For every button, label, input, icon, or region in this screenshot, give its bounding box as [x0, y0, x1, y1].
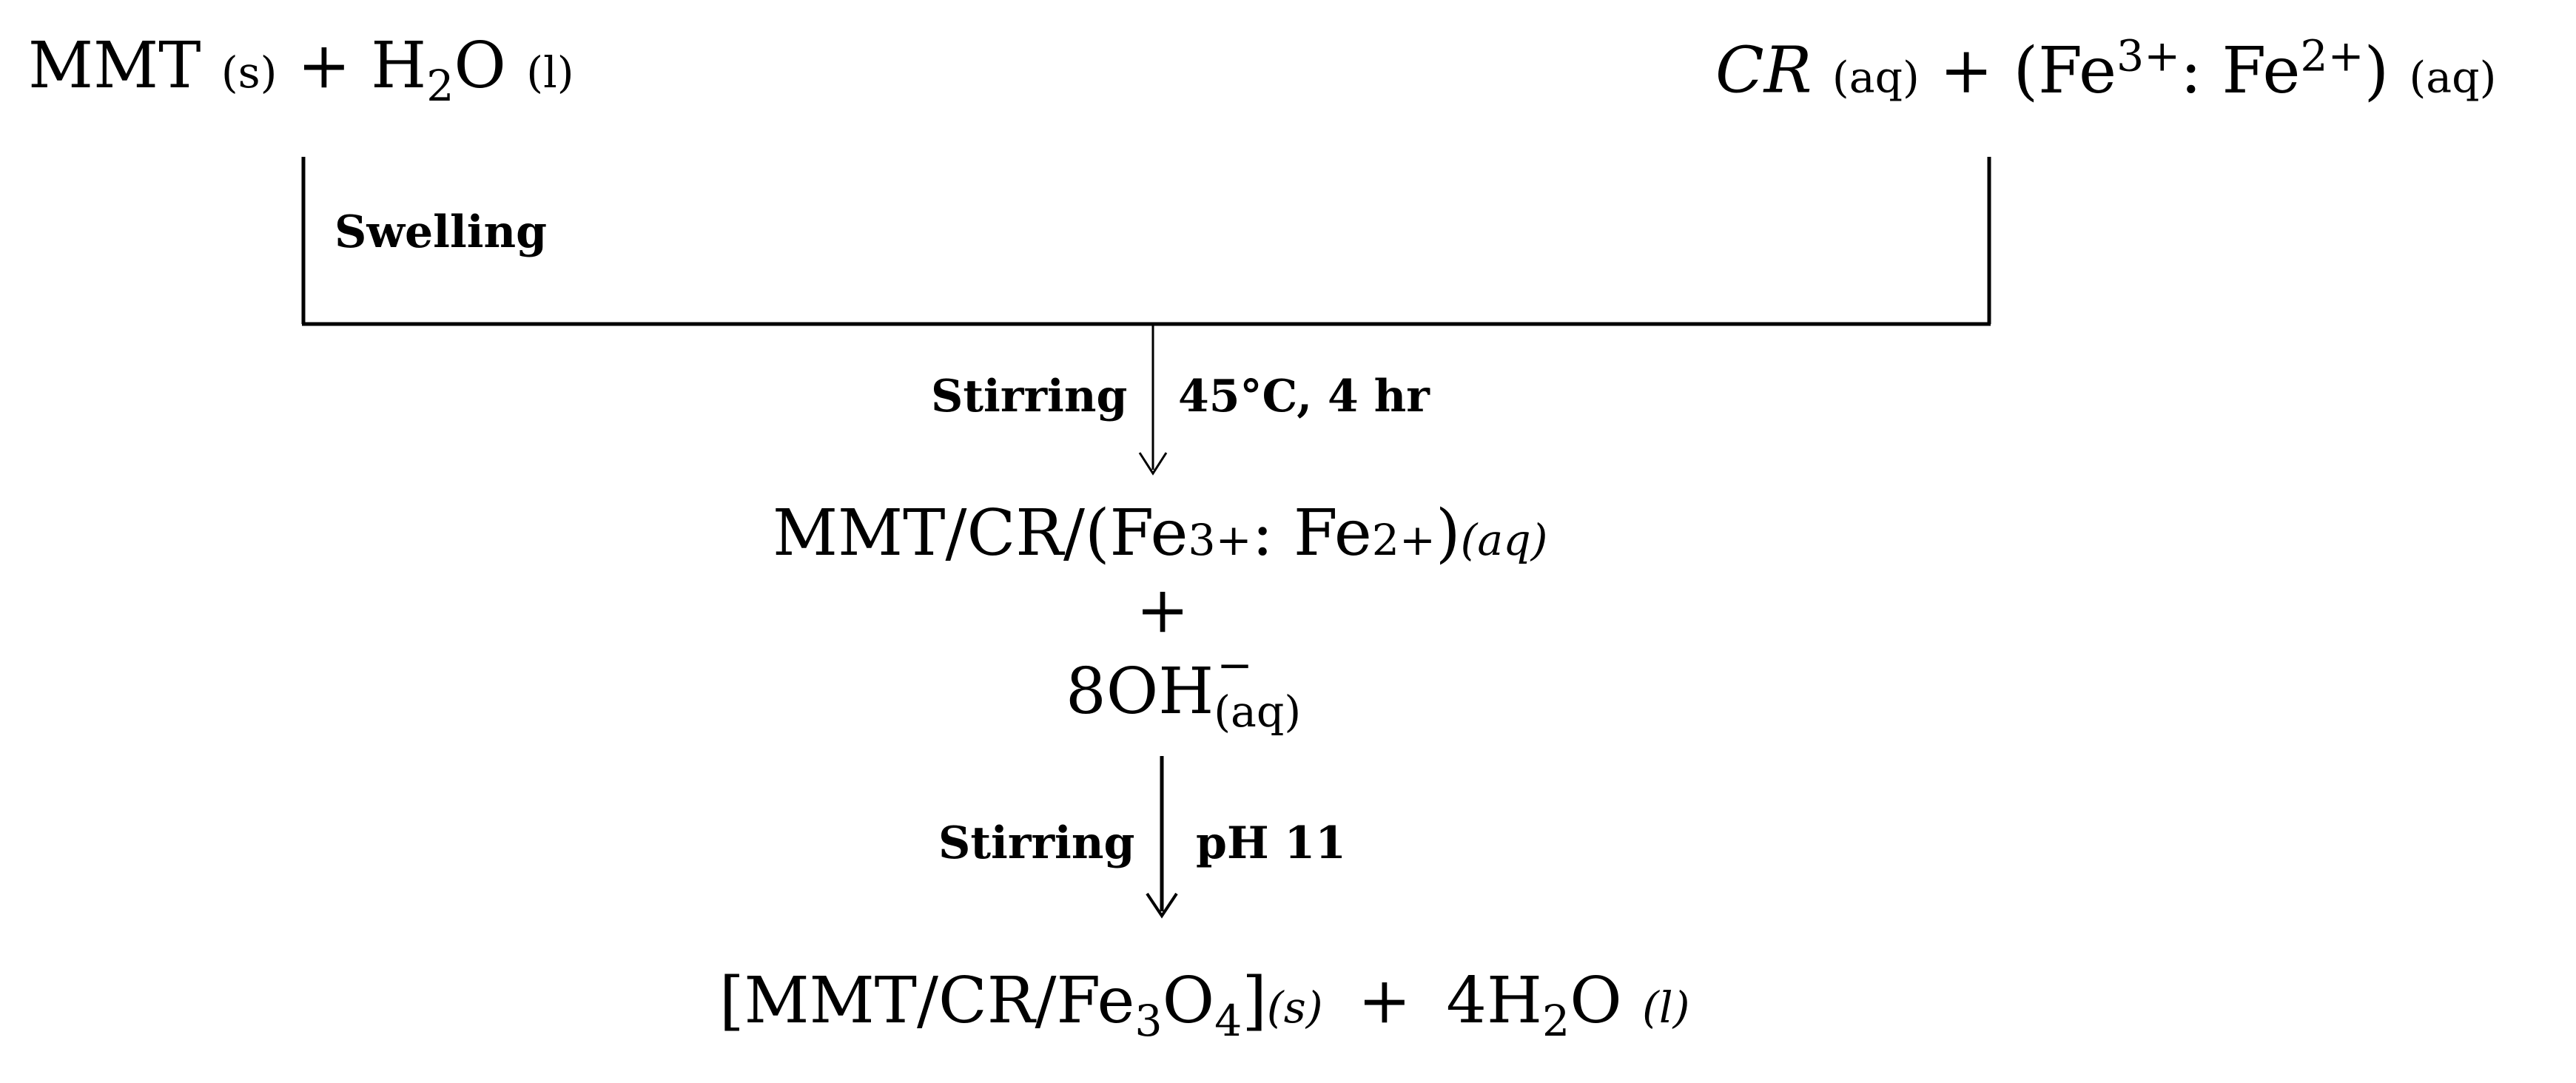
- composite-state: (s): [1266, 982, 1323, 1033]
- stirring-label-1: Stirring: [931, 371, 1128, 422]
- reactant-mmt-water: MMT (s) + H2O (l): [28, 34, 574, 108]
- intermediate-mixture: MMT/CR/(Fe3+: Fe2+)(aq): [773, 496, 1548, 570]
- product-plus: +: [1357, 964, 1411, 1038]
- reactant-cr-iron: CR (aq) + (Fe3+: Fe2+) (aq): [1715, 34, 2496, 103]
- plus-sign: +: [297, 29, 351, 103]
- swelling-label: Swelling: [334, 206, 548, 258]
- product-water-state: (l): [1642, 982, 1690, 1033]
- iron-ions-state: (aq): [2409, 52, 2497, 103]
- iron-ions-formula: (Fe3+: Fe2+): [2013, 30, 2390, 108]
- intermediate-state: (aq): [1460, 515, 1548, 565]
- cr-formula: CR: [1715, 33, 1812, 108]
- composite-formula: [MMT/CR/Fe3O4]: [719, 964, 1267, 1047]
- water-formula: H2O: [371, 29, 506, 112]
- temperature-time-label: 45°C, 4 hr: [1178, 371, 1430, 422]
- mmt-state: (s): [221, 47, 278, 98]
- stirring-arrow-1-head: [1138, 452, 1168, 476]
- cr-state: (aq): [1832, 52, 1920, 103]
- product-water-formula: 4H2O: [1446, 964, 1622, 1047]
- stirring-arrow-2-head: [1146, 892, 1178, 919]
- plus-sign: +: [1940, 33, 1994, 108]
- hydroxide-ions: 8OH−(aq): [1066, 640, 1302, 738]
- stirring-label-2: Stirring: [938, 817, 1135, 869]
- ph-label: pH 11: [1196, 817, 1347, 869]
- intermediate-plus: +: [1136, 573, 1190, 647]
- product-line: [MMT/CR/Fe3O4](s) + 4H2O (l): [719, 969, 1689, 1043]
- mmt-formula: MMT: [28, 29, 201, 103]
- water-state: (l): [526, 47, 574, 98]
